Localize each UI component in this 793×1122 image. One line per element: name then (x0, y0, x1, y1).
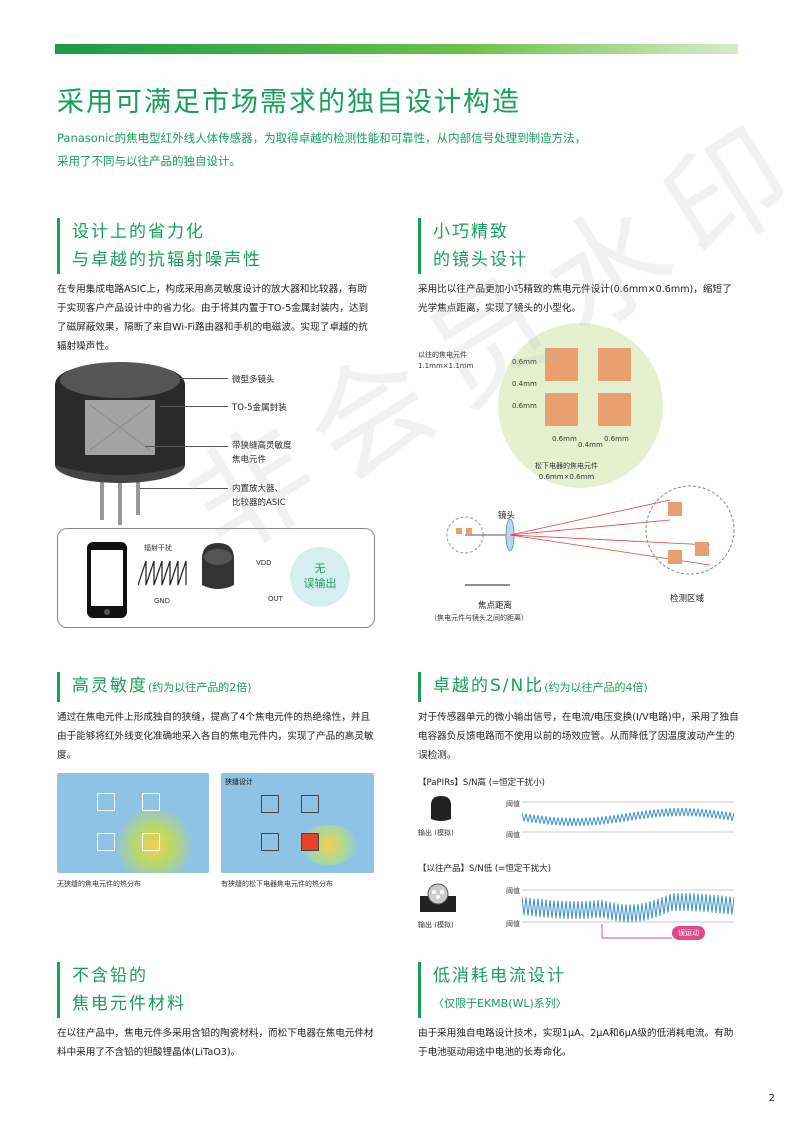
section-body-lowpower: 由于采用独自电路设计技术，实现1μA、2μA和6μA级的低消耗电流。有助于电池驱… (418, 1028, 734, 1058)
smartphone-icon (87, 542, 127, 618)
magnified-element-circle (498, 323, 663, 488)
section-body-sn: 对于传感器单元的微小输出信号，在电流/电压变换(I/V电路)中，采用了独自电容器… (418, 712, 739, 761)
section-title-sensitivity: 高灵敏度(约为以往产品的2倍) (57, 672, 252, 702)
section-title-lowpower: 低消耗电流设计 〈仅限于EKMB(WL)系列〉 (418, 962, 567, 1018)
page-title: 采用可满足市场需求的独自设计构造 (57, 87, 521, 118)
section-body-design: 在专用集成电路ASIC上，构成采用高灵敏度设计的放大器和比较器，有助于实现客户产… (57, 284, 369, 352)
section-body-leadfree: 在以往产品中，焦电元件多采用含铅的陶瓷材料，而松下电器在焦电元件材料中采用了不含… (57, 1028, 374, 1058)
false-detection-badge: 误运动 (672, 926, 705, 940)
no-false-output-badge: 无 误输出 (290, 547, 350, 607)
section-title-leadfree: 不含铅的 焦电元件材料 (57, 962, 186, 1018)
section-body-lens: 采用比以往产品更加小巧精致的焦电元件设计(0.6mm×0.6mm)，缩短了光学焦… (418, 284, 732, 314)
section-title-design: 设计上的省力化 与卓越的抗辐射噪声性 (57, 218, 262, 274)
sensor-icon (202, 543, 234, 589)
noise-panel: 辐射干扰 VDD GND OUT 无 误输出 (57, 528, 375, 628)
intro-text: Panasonic的焦电型红外线人体传感器，为取得卓越的检测性能和可靠性，从内部… (57, 131, 587, 168)
top-accent-bar (55, 44, 738, 54)
sn-low-waveform (522, 889, 734, 939)
new-element-label: 松下电器的焦电元件 0.6mm×0.6mm (535, 462, 598, 481)
section-body-sensitivity: 通过在焦电元件上形成独自的狭缝，提高了4个焦电元件的热绝缘性，并且由于能够将红外… (57, 712, 374, 761)
heat-map-no-slit (57, 773, 209, 873)
old-element-label: 以往的焦电元件 1.1mm×1.1mm (418, 351, 474, 370)
heat-map-with-slit: 狭缝设计 (221, 773, 374, 873)
to5-sensor-illustration (55, 362, 185, 525)
section-title-sn: 卓越的S/N比(约为以往产品的4倍) (418, 672, 648, 702)
optics-diagram (446, 485, 735, 586)
section-title-lens: 小巧精致 的镜头设计 (418, 218, 528, 274)
conventional-sensor-icon (420, 883, 456, 912)
page-number: 2 (768, 1093, 775, 1104)
sn-high-waveform (522, 801, 734, 833)
papirs-sensor-icon (431, 796, 451, 821)
noise-wave-icon (138, 560, 187, 586)
